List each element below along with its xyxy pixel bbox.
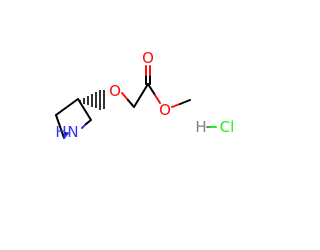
ring-nh-hydrogen-label: H xyxy=(55,123,66,141)
bond-n-c5-b xyxy=(85,119,92,125)
carbonyl-oxygen-label: O xyxy=(142,49,154,67)
salt-hydrogen-label: H xyxy=(195,118,206,136)
bond-o-methyl-b xyxy=(179,99,191,105)
hashed-wedge-bond xyxy=(79,90,105,110)
ether-oxygen-label: O xyxy=(109,82,121,100)
ester-oxygen-label: O xyxy=(159,101,171,119)
bond-o-methyl-a xyxy=(171,103,181,108)
ring-nitrogen-label: N xyxy=(67,123,78,141)
bond-o-ch2-a xyxy=(121,92,129,101)
bond-c-o-ester-b xyxy=(154,94,161,104)
structure-canvas: N H O O O H Cl xyxy=(55,49,235,141)
bond-c3-c4 xyxy=(55,114,65,139)
side-chain xyxy=(121,65,217,128)
bond-o-ch2-b xyxy=(127,99,135,108)
chlorine-label: Cl xyxy=(220,118,235,136)
bond-c4-n-b xyxy=(63,132,69,139)
bond-c-o-ester-a xyxy=(147,83,156,96)
bond-c2-c3 xyxy=(55,98,79,116)
bond-ch2-c xyxy=(133,83,149,108)
pyrrolidine-ring xyxy=(55,98,92,139)
bond-c5-c3 xyxy=(77,98,92,121)
